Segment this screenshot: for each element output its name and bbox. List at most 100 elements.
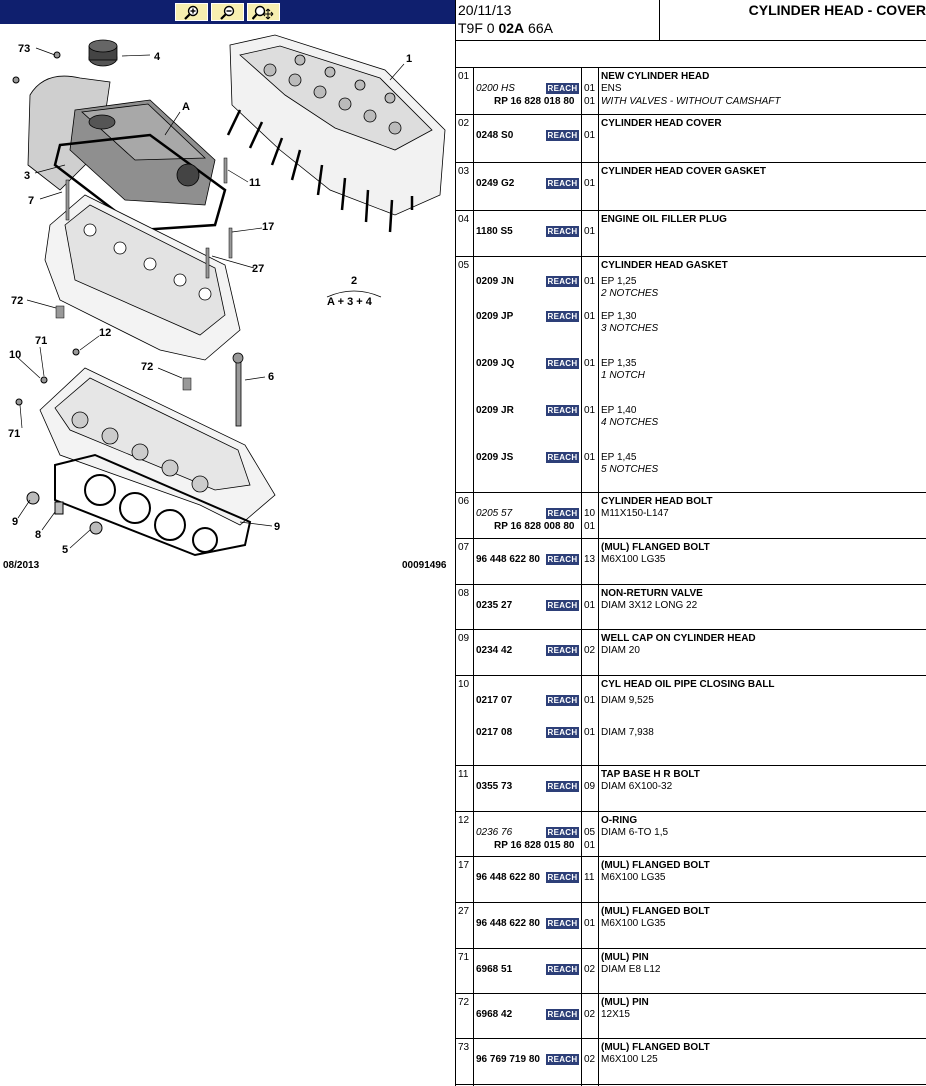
quantity: 02 (584, 964, 596, 975)
reach-badge: REACH (546, 695, 579, 706)
part-note: 5 NOTCHES (601, 464, 659, 475)
callout-label: 9 (274, 521, 280, 533)
part-reference[interactable]: 0209 JR (476, 405, 514, 416)
part-reference[interactable]: 6968 51 (476, 964, 513, 975)
item-number: 12 (458, 815, 470, 826)
part-description: DIAM 6-TO 1,5 (601, 827, 669, 838)
quantity: 01 (584, 727, 596, 738)
quantity: 09 (584, 781, 596, 792)
quantity: 02 (584, 645, 596, 656)
item-number: 01 (458, 71, 470, 82)
part-description: DIAM 6X100-32 (601, 781, 673, 792)
part-title: CYLINDER HEAD COVER GASKET (601, 166, 767, 177)
part-description: DIAM 9,525 (601, 695, 654, 706)
callout-label: 71 (35, 335, 47, 347)
part-note: 2 NOTCHES (601, 288, 659, 299)
part-reference[interactable]: 96 769 719 80 (476, 1054, 540, 1065)
item-number: 71 (458, 952, 470, 963)
part-reference[interactable]: 0249 G2 (476, 178, 515, 189)
part-reference[interactable]: 0355 73 (476, 781, 513, 792)
reach-badge: REACH (546, 178, 579, 189)
part-reference[interactable]: 0217 07 (476, 695, 513, 706)
part-title: CYLINDER HEAD BOLT (601, 496, 713, 507)
quantity: 01 (584, 695, 596, 706)
part-reference[interactable]: 0205 57 (476, 508, 513, 519)
part-reference[interactable]: 0209 JS (476, 452, 514, 463)
diagram-ref: 00091496 (402, 560, 447, 571)
part-reference[interactable]: 0217 08 (476, 727, 513, 738)
part-reference[interactable]: 1180 S5 (476, 226, 513, 237)
zoom-in-button[interactable] (175, 3, 208, 21)
callout-label: 71 (8, 428, 20, 440)
part-reference[interactable]: 0234 42 (476, 645, 513, 656)
callout-label: A (182, 101, 190, 113)
item-number: 03 (458, 166, 470, 177)
part-reference[interactable]: 0209 JP (476, 311, 514, 322)
part-description: WITH VALVES - WITHOUT CAMSHAFT (601, 96, 781, 107)
callout-label: 8 (35, 529, 41, 541)
part-description: DIAM 3X12 LONG 22 (601, 600, 698, 611)
cylinder-head-assembly (226, 34, 446, 233)
quantity: 02 (584, 1054, 596, 1065)
part-description: DIAM E8 L12 (601, 964, 661, 975)
catalog-code: T9F 0 02A 66A (458, 20, 553, 36)
part-reference[interactable]: 0200 HS (476, 83, 515, 94)
zoom-fit-button[interactable] (247, 3, 280, 21)
zoom-out-button[interactable] (211, 3, 244, 21)
part-reference[interactable]: 0248 S0 (476, 130, 514, 141)
quantity: 01 (584, 452, 596, 463)
part-reference[interactable]: 6968 42 (476, 1009, 513, 1020)
part-description: EP 1,30 (601, 311, 637, 322)
quantity: 01 (584, 276, 596, 287)
rp-reference: RP 16 828 015 80 (494, 840, 575, 851)
part-reference[interactable]: 96 448 622 80 (476, 918, 540, 929)
zoom-move-icon (252, 5, 274, 20)
quantity: 01 (584, 83, 596, 94)
part-reference[interactable]: 0235 27 (476, 600, 513, 611)
part-row[interactable]: 0217 07 REACH 01 DIAM 9,525 (456, 695, 926, 708)
part-reference[interactable]: 0236 76 (476, 827, 513, 838)
reach-badge: REACH (546, 452, 579, 463)
item-number: 02 (458, 118, 470, 129)
part-reference[interactable]: 0209 JN (476, 276, 514, 287)
item-number: 17 (458, 860, 470, 871)
part-reference[interactable]: 96 448 622 80 (476, 554, 540, 565)
quantity: 01 (584, 358, 596, 369)
part-reference[interactable]: 0209 JQ (476, 358, 515, 369)
part-reference[interactable]: 96 448 622 80 (476, 872, 540, 883)
quantity: 01 (584, 918, 596, 929)
item-number: 06 (458, 496, 470, 507)
part-title: (MUL) PIN (601, 997, 649, 1008)
diagram-date: 08/2013 (3, 560, 40, 571)
reach-badge: REACH (546, 83, 579, 94)
item-number: 07 (458, 542, 470, 553)
part-title: (MUL) FLANGED BOLT (601, 542, 710, 553)
